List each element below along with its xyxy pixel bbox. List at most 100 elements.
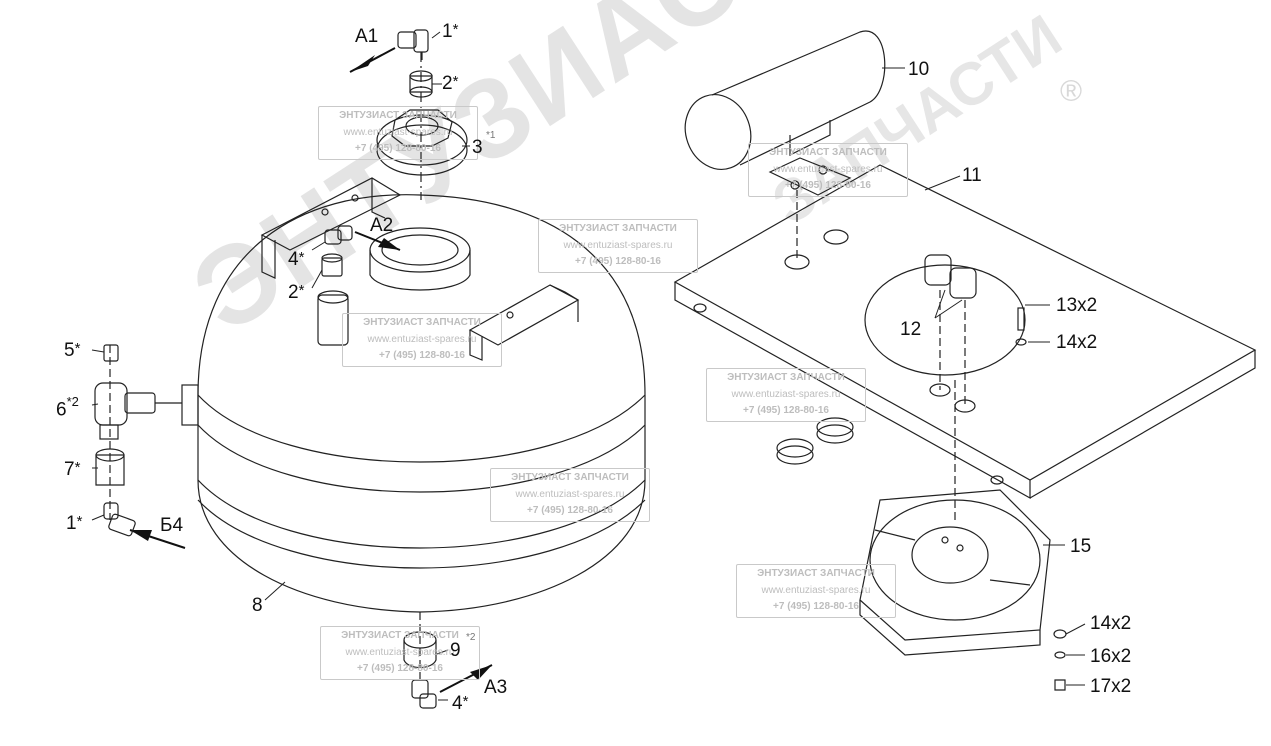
elbow-fitting-top — [397, 29, 429, 60]
label-part-16: 16x2 — [1090, 646, 1132, 667]
asterisk: * — [74, 459, 81, 476]
label-part-4-top: 4* — [288, 250, 304, 269]
watermark-url: www.entuziast-spares.ru — [345, 647, 455, 658]
watermark-url: www.entuziast-spares.ru — [515, 489, 625, 500]
watermark-box: ЭНТУЗИАСТ ЗАПЧАСТИ www.entuziast-spares.… — [342, 313, 502, 367]
watermark-url: www.entuziast-spares.ru — [563, 240, 673, 251]
label-b4: Б4 — [160, 515, 184, 536]
washer-14-top — [1015, 338, 1027, 346]
label-part-2-top: 2* — [442, 74, 458, 93]
cylinder-10 — [684, 30, 886, 196]
watermark-box: ЭНТУЗИАСТ ЗАПЧАСТИ www.entuziast-spares.… — [748, 143, 908, 197]
watermark-url: www.entuziast-spares.ru — [761, 585, 871, 596]
nut-mid — [321, 253, 343, 277]
watermark-phone: +7 (495) 128-80-16 — [357, 663, 443, 674]
label-part-15: 15 — [1070, 536, 1092, 557]
watermark-registered-mark: ® — [1060, 75, 1083, 108]
watermark-box: ЭНТУЗИАСТ ЗАПЧАСТИ www.entuziast-spares.… — [320, 626, 480, 680]
leader-lines — [91, 31, 1086, 701]
label-part-12: 12 — [900, 319, 922, 340]
cable-gland-12 — [924, 254, 977, 299]
asterisk: * — [452, 73, 459, 90]
label-part-14-top: 14x2 — [1056, 332, 1098, 353]
watermark-url: www.entuziast-spares.ru — [773, 164, 883, 175]
part-number: 4 — [288, 249, 299, 270]
label-part-14-bottom: 14x2 — [1090, 613, 1132, 634]
watermark-title: ЭНТУЗИАСТ ЗАПЧАСТИ — [727, 372, 845, 383]
label-note-2: *2 — [466, 632, 476, 643]
part-number: 5 — [64, 340, 75, 361]
washer-under-plate — [776, 417, 854, 465]
watermark-phone: +7 (495) 128-80-16 — [527, 505, 613, 516]
watermark-url: www.entuziast-spares.ru — [731, 389, 841, 400]
watermark-title: ЭНТУЗИАСТ ЗАПЧАСТИ — [363, 317, 481, 328]
label-a1: А1 — [355, 26, 379, 47]
part-number: 7 — [64, 459, 75, 480]
watermark-title: ЭНТУЗИАСТ ЗАПЧАСТИ — [339, 110, 457, 121]
small-fitting-5 — [103, 344, 119, 362]
asterisk: * — [298, 249, 305, 266]
watermark-box: ЭНТУЗИАСТ ЗАПЧАСТИ www.entuziast-spares.… — [736, 564, 896, 618]
part-number: 6 — [56, 399, 67, 421]
watermark-phone: +7 (495) 128-80-16 — [355, 143, 441, 154]
label-part-1-top: 1* — [442, 22, 458, 41]
part-number: 2 — [442, 73, 453, 94]
watermark-box: ЭНТУЗИАСТ ЗАПЧАСТИ www.entuziast-spares.… — [490, 468, 650, 522]
label-part-1-left: 1* — [66, 514, 82, 533]
label-part-5: 5* — [64, 341, 80, 360]
label-part-6: 6*2 — [56, 394, 79, 421]
watermark-phone: +7 (495) 128-80-16 — [743, 405, 829, 416]
watermark-url: www.entuziast-spares.ru — [343, 127, 453, 138]
flange-cap — [376, 109, 468, 176]
asterisk: * — [76, 513, 83, 530]
asterisk: * — [298, 282, 305, 299]
asterisk: * — [452, 21, 459, 38]
watermark-title: ЭНТУЗИАСТ ЗАПЧАСТИ — [757, 568, 875, 579]
part-number: 1 — [442, 21, 453, 42]
label-note-1: *1 — [486, 130, 496, 141]
watermark-phone: +7 (495) 128-80-16 — [379, 350, 465, 361]
watermark-box: ЭНТУЗИАСТ ЗАПЧАСТИ www.entuziast-spares.… — [318, 106, 478, 160]
watermark-box: ЭНТУЗИАСТ ЗАПЧАСТИ www.entuziast-spares.… — [706, 368, 866, 422]
elbow-fitting-left — [103, 502, 136, 537]
screw-13 — [1017, 307, 1025, 331]
watermark-title: ЭНТУЗИАСТ ЗАПЧАСТИ — [341, 630, 459, 641]
part-footnote: *2 — [66, 394, 79, 409]
mounting-bracket-right — [468, 284, 580, 361]
sleeve — [317, 290, 349, 346]
watermark-box: ЭНТУЗИАСТ ЗАПЧАСТИ www.entuziast-spares.… — [538, 219, 698, 273]
mounting-plate-11 — [673, 164, 1257, 500]
label-a3: А3 — [484, 677, 508, 698]
elbow-fitting-bottom — [411, 679, 437, 709]
label-part-11: 11 — [962, 165, 982, 186]
tee-fitting-6 — [94, 382, 182, 440]
watermark-phone: +7 (495) 128-80-16 — [785, 180, 871, 191]
label-part-9: 9 — [450, 640, 461, 661]
watermark-title: ЭНТУЗИАСТ ЗАПЧАСТИ — [769, 147, 887, 158]
label-part-3: 3 — [472, 137, 483, 158]
watermark-url: www.entuziast-spares.ru — [367, 334, 477, 345]
label-part-10: 10 — [908, 59, 930, 80]
part-number: 1 — [66, 513, 77, 534]
watermark-title: ЭНТУЗИАСТ ЗАПЧАСТИ — [511, 472, 629, 483]
watermark-phone: +7 (495) 128-80-16 — [575, 256, 661, 267]
label-part-2-mid: 2* — [288, 283, 304, 302]
washer-16 — [1054, 651, 1066, 659]
label-part-13: 13x2 — [1056, 295, 1098, 316]
watermark-title: ЭНТУЗИАСТ ЗАПЧАСТИ — [559, 223, 677, 234]
part-number: 2 — [288, 282, 299, 303]
label-a2: А2 — [370, 215, 394, 236]
asterisk: * — [462, 693, 469, 710]
label-part-4-bottom: 4* — [452, 694, 468, 713]
label-part-17: 17x2 — [1090, 676, 1132, 697]
mounting-bracket-left — [260, 177, 402, 279]
label-part-8: 8 — [252, 595, 263, 616]
elbow-fitting-mid — [324, 225, 353, 245]
asterisk: * — [74, 340, 81, 357]
watermark-phone: +7 (495) 128-80-16 — [773, 601, 859, 612]
nut-17 — [1054, 679, 1066, 691]
label-part-7: 7* — [64, 460, 80, 479]
washer-14-bottom — [1053, 629, 1067, 639]
part-number: 4 — [452, 693, 463, 714]
